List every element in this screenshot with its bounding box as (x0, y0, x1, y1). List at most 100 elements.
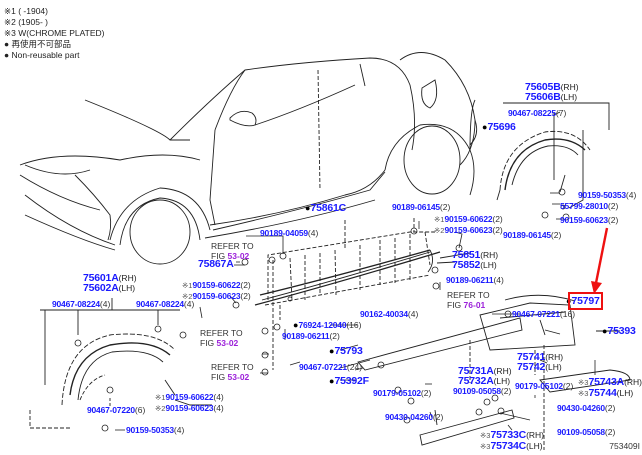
callout-90430-04260-center[interactable]: 90430-04260(2) (385, 412, 443, 422)
part-number[interactable]: 90159-60623 (444, 225, 493, 235)
callout-75392f[interactable]: ●75392F (329, 375, 369, 387)
callout-90189-06145-right[interactable]: 90189-06145(2) (503, 230, 561, 240)
part-number[interactable]: 90109-05058 (557, 427, 605, 437)
part-number[interactable]: 75733C (490, 429, 527, 441)
callout-90189-06145-center[interactable]: 90189-06145(2) (392, 202, 450, 212)
part-number[interactable]: 90159-50353 (126, 425, 174, 435)
callout-90179-05102-center[interactable]: 90179-05102(2) (373, 388, 431, 398)
callout-90159-50353-right[interactable]: 90159-50353(4) (578, 190, 636, 200)
part-number[interactable]: 90430-04260 (557, 403, 605, 413)
callout-90159-pair-left[interactable]: ※190159-60622(2) ※290159-60623(2) (182, 280, 251, 302)
callout-75605b[interactable]: 75605B(RH) 75606B(LH) (525, 81, 579, 103)
figure-link[interactable]: 53-02 (227, 251, 250, 261)
callout-90189-04059[interactable]: 90189-04059(4) (260, 228, 318, 238)
callout-90467-08224-a[interactable]: 90467-08224(4) (52, 299, 110, 309)
callout-90430-04260-right[interactable]: 90430-04260(2) (557, 403, 615, 413)
part-number[interactable]: 90189-04059 (260, 228, 308, 238)
callout-75797[interactable]: ●75797 (566, 292, 603, 310)
callout-90109-05058-right[interactable]: 90109-05058(2) (557, 427, 615, 437)
callout-75861c[interactable]: ●75861C (305, 202, 347, 214)
part-number[interactable]: 75602A (83, 282, 119, 294)
part-number[interactable]: 75731A (458, 365, 494, 377)
part-number[interactable]: 75867A (198, 258, 234, 270)
callout-90467-07221-24[interactable]: 90467-07221(24) (299, 362, 362, 372)
part-number[interactable]: 75852 (452, 259, 481, 271)
part-number[interactable]: 90467-07221 (299, 362, 347, 372)
callout-90467-07221-16[interactable]: 90467-07221(16) (512, 309, 575, 319)
part-number[interactable]: 90467-08224 (136, 299, 184, 309)
part-number[interactable]: 75601A (83, 272, 119, 284)
callout-90159-60623-right[interactable]: 90159-60623(2) (560, 215, 618, 225)
callout-90159-pair-center[interactable]: ※190159-60622(2) ※290159-60623(2) (434, 214, 503, 236)
part-number[interactable]: 90159-60623 (165, 403, 214, 413)
part-number[interactable]: 75393 (607, 325, 636, 337)
callout-75867a[interactable]: 75867A (198, 258, 234, 270)
part-number[interactable]: 55799-28010 (560, 201, 608, 211)
figure-link[interactable]: 53-02 (216, 338, 239, 348)
part-number[interactable]: 90162-40034 (360, 309, 408, 319)
part-number[interactable]: 90189-06211 (282, 331, 330, 341)
part-number[interactable]: 90467-07221 (512, 309, 560, 319)
callout-75696[interactable]: ●75696 (482, 121, 516, 133)
callout-75741[interactable]: 75741(RH) 75742(LH) (517, 351, 563, 373)
part-number[interactable]: 75734C (490, 440, 527, 452)
callout-90189-06211-right[interactable]: 90189-06211(4) (446, 275, 504, 285)
part-number[interactable]: 75743A (588, 376, 625, 388)
part-number[interactable]: 75606B (525, 91, 561, 103)
callout-75393[interactable]: ●75393 (602, 325, 636, 337)
part-number[interactable]: 90430-04260 (385, 412, 433, 422)
part-number[interactable]: 90159-60623 (192, 291, 241, 301)
part-number[interactable]: 75861C (310, 202, 347, 214)
part-number[interactable]: 75851 (452, 249, 481, 261)
callout-90467-08224-b[interactable]: 90467-08224(4) (136, 299, 194, 309)
part-number[interactable]: 90467-08225 (508, 108, 556, 118)
part-number[interactable]: 76924-12040 (298, 320, 347, 330)
part-number[interactable]: 75741 (517, 351, 546, 363)
callout-76924-12040[interactable]: ●76924-12040(16) (293, 320, 361, 330)
part-number[interactable]: 90109-05058 (453, 386, 501, 396)
highlighted-part-number[interactable]: 75797 (568, 292, 603, 310)
callout-90467-07220[interactable]: 90467-07220(6) (87, 405, 145, 415)
callout-75851[interactable]: 75851(RH) 75852(LH) (452, 249, 498, 271)
part-number[interactable]: 90179-05102 (515, 381, 563, 391)
part-number[interactable]: 90467-07220 (87, 405, 135, 415)
part-number[interactable]: 90159-60623 (560, 215, 608, 225)
callout-75743a[interactable]: ※375743A(RH) ※375744(LH) (578, 377, 642, 399)
callout-90179-05102-right[interactable]: 90179-05102(2) (515, 381, 573, 391)
callout-90109-05058-center[interactable]: 90109-05058(2) (453, 386, 511, 396)
part-number[interactable]: 90189-06211 (446, 275, 494, 285)
callout-55799-28010[interactable]: 55799-28010(2) (560, 201, 618, 211)
refer-fig-53-02-a[interactable]: REFER TO FIG 53-02 (211, 241, 254, 261)
part-number[interactable]: 90189-06145 (392, 202, 440, 212)
part-number[interactable]: 75392F (334, 375, 369, 387)
refer-fig-53-02-b[interactable]: REFER TO FIG 53-02 (200, 328, 243, 348)
part-number[interactable]: 90179-05102 (373, 388, 421, 398)
figure-link[interactable]: 76-01 (463, 300, 486, 310)
callout-90467-08225[interactable]: 90467-08225(7) (508, 108, 566, 118)
side-label: (RH) (493, 366, 512, 376)
part-number[interactable]: 75696 (487, 121, 516, 133)
callout-90159-50353-left[interactable]: 90159-50353(4) (126, 425, 184, 435)
part-number[interactable]: 90159-50353 (578, 190, 626, 200)
part-number[interactable]: 90159-60622 (165, 392, 214, 402)
callout-75731a[interactable]: 75731A(RH) 75732A(LH) (458, 365, 512, 387)
callout-90189-06211-center[interactable]: 90189-06211(2) (282, 331, 340, 341)
part-number[interactable]: 75744 (588, 387, 617, 399)
part-number[interactable]: 75742 (517, 361, 546, 373)
part-number[interactable]: 75732A (458, 375, 494, 387)
refer-fig-53-02-c[interactable]: REFER TO FIG 53-02 (211, 362, 254, 382)
callout-90159-pair-bottom-left[interactable]: ※190159-60622(4) ※290159-60623(4) (155, 392, 224, 414)
rocker-panel-dashed (264, 218, 435, 370)
figure-link[interactable]: 53-02 (227, 372, 250, 382)
part-number[interactable]: 90189-06145 (503, 230, 551, 240)
callout-90162-40034[interactable]: 90162-40034(4) (360, 309, 418, 319)
callout-75793[interactable]: ●75793 (329, 345, 363, 357)
part-number[interactable]: 90159-60622 (192, 280, 241, 290)
part-number[interactable]: 75605B (525, 81, 561, 93)
part-number[interactable]: 75793 (334, 345, 363, 357)
callout-75733c[interactable]: ※375733C(RH) ※375734C(LH) (480, 430, 544, 452)
part-number[interactable]: 90159-60622 (444, 214, 493, 224)
callout-75601a[interactable]: 75601A(RH) 75602A(LH) (83, 272, 137, 294)
refer-fig-76-01[interactable]: REFER TO FIG 76-01 (447, 290, 490, 310)
part-number[interactable]: 90467-08224 (52, 299, 100, 309)
